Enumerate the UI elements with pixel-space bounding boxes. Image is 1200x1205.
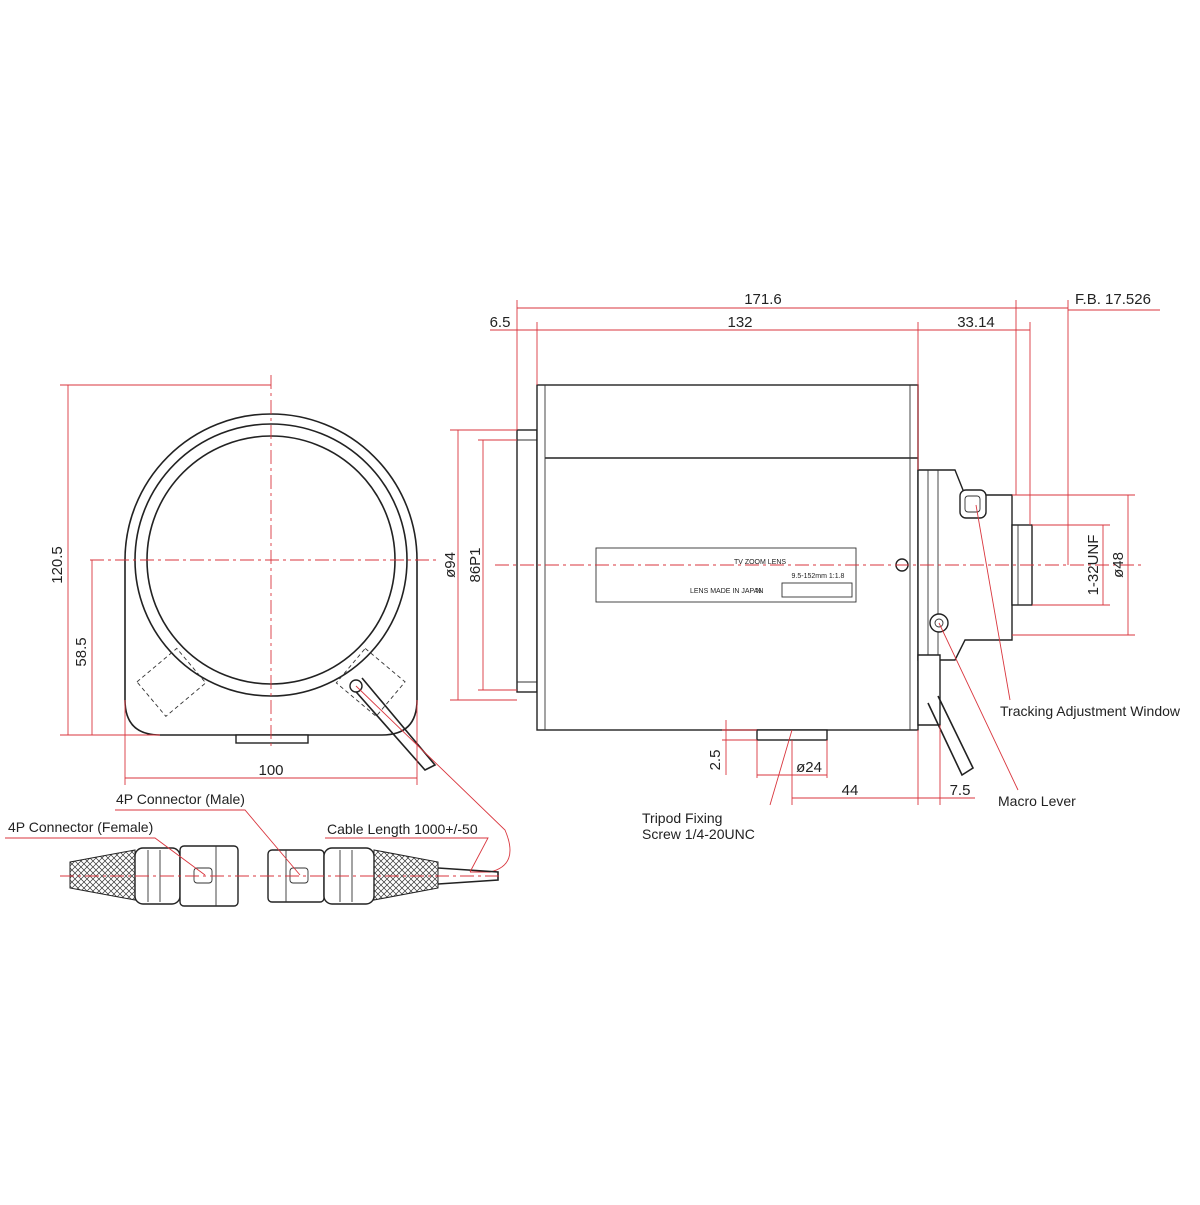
- plate-spec: 9.5-152mm 1:1.8: [792, 573, 845, 580]
- cable-path-line: [355, 685, 511, 873]
- dim-mount-thread: 1-32UNF: [1085, 535, 1102, 596]
- plate-title: TV ZOOM LENS: [734, 559, 786, 566]
- dim-front-diameter: ø94: [442, 552, 459, 578]
- connector-assembly: 4P Connector (Female) 4P Connector (Male…: [5, 791, 500, 907]
- dim-body-length: 132: [727, 314, 752, 331]
- dim-flange-back: F.B. 17.526: [1075, 291, 1151, 308]
- dim-tripod-distance: 44: [842, 782, 859, 799]
- leader-macro: [938, 622, 1019, 791]
- dim-tripod-height: 2.5: [707, 750, 724, 771]
- front-flange: [516, 429, 538, 693]
- dim-tripod-diameter: ø24: [796, 759, 822, 776]
- front-tripod-block: [235, 734, 309, 744]
- dim-filter-thread: 86P1: [467, 547, 484, 582]
- dim-flange-offset: 6.5: [490, 314, 511, 331]
- plate-serial-box: [781, 582, 853, 598]
- side-view: TV ZOOM LENS 9.5-152mm 1:1.8 LENS MADE I…: [442, 291, 1181, 842]
- macro-lever-base: [917, 654, 941, 726]
- name-plate: [595, 547, 857, 603]
- leader-cable: [325, 837, 489, 873]
- female-strain-relief: [69, 849, 136, 901]
- plate-serial: N: [756, 588, 761, 595]
- dim-lever-distance: 7.5: [950, 782, 971, 799]
- dim-height-center: 58.5: [73, 637, 90, 666]
- leader-tracking: [975, 504, 1011, 701]
- front-tab-left: [136, 647, 207, 717]
- plate-made-in: LENS MADE IN JAPAN: [690, 588, 763, 595]
- front-tab-right: [335, 647, 406, 717]
- label-connector-female: 4P Connector (Female): [8, 819, 153, 835]
- dim-width: 100: [258, 762, 283, 779]
- leader-male: [115, 809, 301, 876]
- tracking-window: [959, 489, 987, 519]
- dim-total-length: 171.6: [744, 291, 782, 308]
- label-cable-length: Cable Length 1000+/-50: [327, 821, 478, 837]
- macro-lever: [927, 695, 975, 777]
- label-connector-male: 4P Connector (Male): [116, 791, 245, 807]
- label-tracking-window: Tracking Adjustment Window: [1000, 703, 1181, 719]
- male-strain-relief: [373, 849, 439, 901]
- main-body: [536, 384, 919, 731]
- label-macro-lever: Macro Lever: [998, 793, 1076, 809]
- leader-tripod: [769, 729, 793, 806]
- front-cable: [349, 677, 437, 771]
- dim-height-total: 120.5: [49, 546, 66, 584]
- label-tripod-line2: Screw 1/4-20UNC: [642, 826, 755, 842]
- dim-rear-diameter: ø48: [1110, 552, 1127, 578]
- dim-back-length: 33.14: [957, 314, 995, 331]
- label-tripod-line1: Tripod Fixing: [642, 810, 722, 826]
- leader-female: [5, 837, 206, 876]
- front-housing-outline: [124, 413, 418, 736]
- front-view: 120.5 58.5 100: [49, 375, 511, 873]
